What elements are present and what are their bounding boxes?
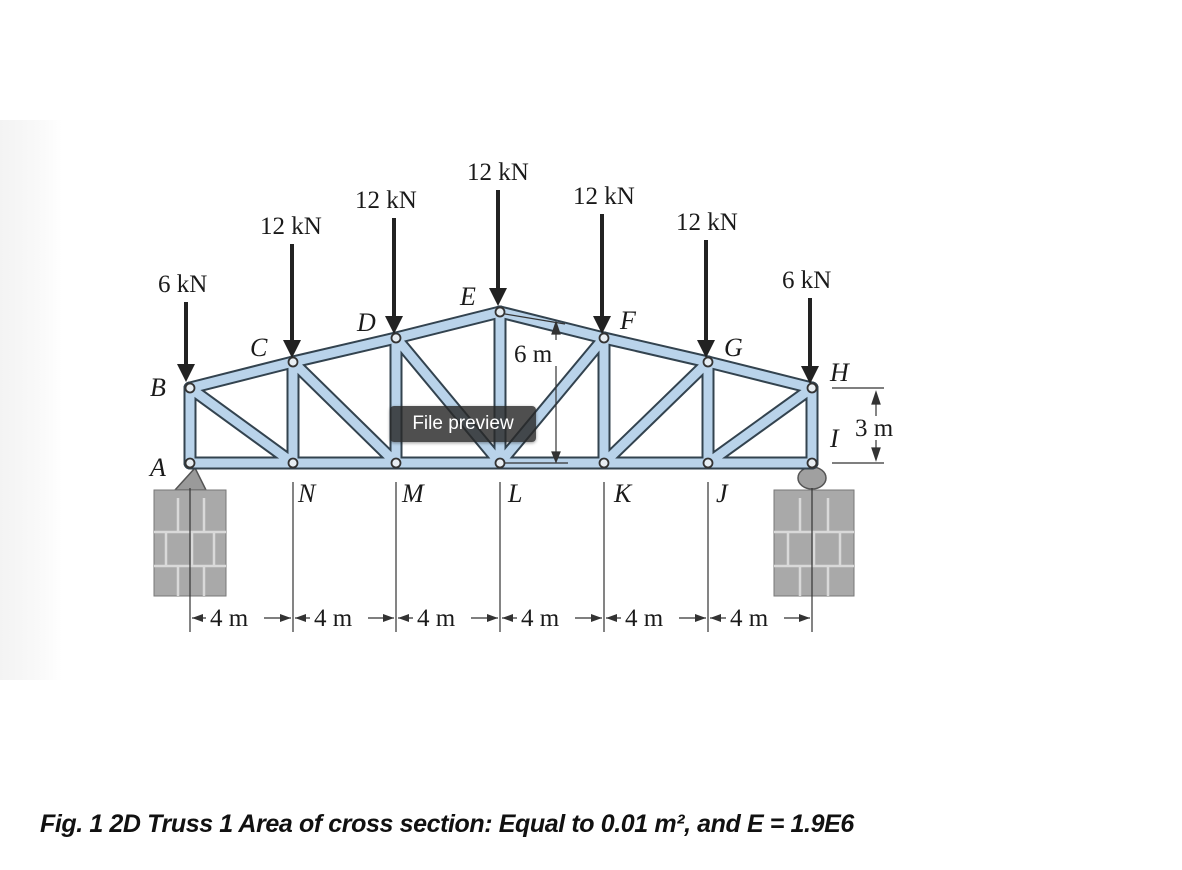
span-label-2: 4 m <box>314 605 353 632</box>
span-arrow-head-left-6 <box>710 614 721 622</box>
figure-caption: Fig. 1 2D Truss 1 Area of cross section:… <box>40 810 854 838</box>
joint-pin-h <box>806 382 818 394</box>
load-label-c: 12 kN <box>260 213 322 240</box>
span-label-bg-2 <box>310 606 368 630</box>
joint-pin-j <box>702 457 714 469</box>
span-label-1: 4 m <box>210 605 249 632</box>
joint-label-f: F <box>619 306 637 335</box>
joint-label-l: L <box>507 479 522 508</box>
load-arrow-head-g <box>697 340 715 358</box>
span-arrow-head-right-3 <box>487 614 498 622</box>
load-label-e: 12 kN <box>467 159 529 186</box>
joint-label-c: C <box>250 333 268 362</box>
load-arrow-head-h <box>801 366 819 384</box>
joint-pin-a <box>184 457 196 469</box>
span-arrow-head-right-5 <box>695 614 706 622</box>
span-arrow-head-left-3 <box>398 614 409 622</box>
end-height-label-bg <box>852 416 904 440</box>
joint-label-b: B <box>150 373 166 402</box>
span-label-4: 4 m <box>521 605 560 632</box>
joint-label-j: J <box>716 479 729 508</box>
span-dimension-arrows <box>192 614 810 622</box>
member-dl <box>391 333 505 468</box>
span-label-bg-6 <box>726 606 784 630</box>
span-arrow-head-right-2 <box>383 614 394 622</box>
load-label-g: 12 kN <box>676 209 738 236</box>
load-label-b: 6 kN <box>158 271 207 298</box>
member-bc <box>185 357 298 393</box>
joint-pin-e <box>494 306 506 318</box>
joint-label-i: I <box>829 424 840 453</box>
load-label-h: 6 kN <box>782 267 831 294</box>
span-label-bg-5 <box>621 606 679 630</box>
member-gk <box>599 357 713 468</box>
span-arrow-head-left-1 <box>192 614 203 622</box>
load-arrow-head-d <box>385 316 403 334</box>
load-arrow-head-f <box>593 316 611 334</box>
height-label-3m: 3 m <box>855 415 894 442</box>
joint-label-d: D <box>356 308 376 337</box>
joint-label-m: M <box>401 479 425 508</box>
joint-label-n: N <box>297 479 317 508</box>
load-arrow-head-b <box>177 364 195 382</box>
member-cd <box>288 333 401 367</box>
member-cm <box>288 357 401 468</box>
right-support <box>773 466 855 597</box>
height-label-6m: 6 m <box>514 341 553 368</box>
joint-pin-n <box>287 457 299 469</box>
joint-pin-d <box>390 332 402 344</box>
joint-pin-g <box>702 356 714 368</box>
span-arrow-head-left-5 <box>606 614 617 622</box>
span-label-bg-1 <box>206 606 264 630</box>
span-arrow-head-right-1 <box>280 614 291 622</box>
load-arrows <box>177 190 819 384</box>
span-arrow-head-left-2 <box>295 614 306 622</box>
load-arrow-head-e <box>489 288 507 306</box>
span-arrow-head-right-4 <box>591 614 602 622</box>
member-fg <box>599 333 713 367</box>
load-label-f: 12 kN <box>573 183 635 210</box>
left-margin-shading <box>0 120 62 680</box>
span-label-bg-3 <box>413 606 471 630</box>
member-de <box>391 307 505 343</box>
height-label-bg <box>511 340 563 366</box>
span-label-6: 4 m <box>730 605 769 632</box>
joint-pin-c <box>287 356 299 368</box>
joint-pin-m <box>390 457 402 469</box>
span-arrow-head-right-6 <box>799 614 810 622</box>
joint-label-h: H <box>829 358 850 387</box>
joint-pin-b <box>184 382 196 394</box>
joint-label-k: K <box>613 479 633 508</box>
span-label-5: 4 m <box>625 605 664 632</box>
joint-pin-i <box>806 457 818 469</box>
member-fl <box>495 333 609 468</box>
joint-pin-l <box>494 457 506 469</box>
dimension-extension-lines <box>189 482 813 632</box>
joint-label-g: G <box>724 333 743 362</box>
joint-label-e: E <box>459 282 476 311</box>
load-arrow-head-c <box>283 340 301 358</box>
span-label-bg-4 <box>517 606 575 630</box>
file-preview-tooltip[interactable]: File preview <box>390 406 536 442</box>
joint-pin-f <box>598 332 610 344</box>
span-arrow-head-left-4 <box>502 614 513 622</box>
member-bn <box>185 383 298 468</box>
span-label-3: 4 m <box>417 605 456 632</box>
joint-label-a: A <box>148 453 166 482</box>
height-dimension-6m <box>504 313 568 464</box>
load-label-d: 12 kN <box>355 187 417 214</box>
member-hj <box>703 383 817 468</box>
member-gh <box>703 357 817 393</box>
joint-pin-k <box>598 457 610 469</box>
truss-joints <box>184 306 818 469</box>
